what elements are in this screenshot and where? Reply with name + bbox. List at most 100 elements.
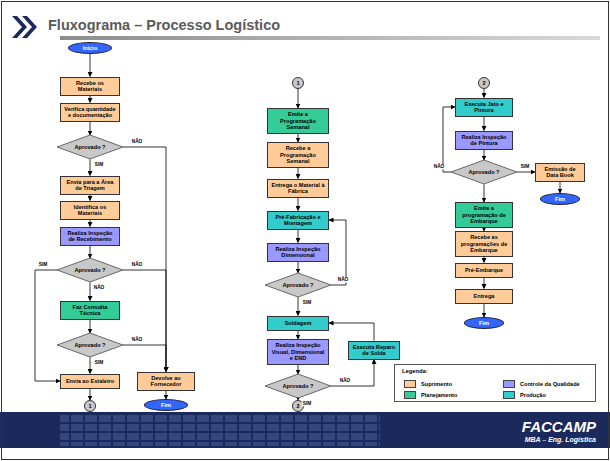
node-text: Fim: [479, 320, 489, 326]
legend-heading: Legenda:: [402, 368, 428, 374]
footer-band: [0, 412, 610, 448]
node-text: Fim: [555, 196, 565, 202]
flow-connector: [123, 147, 166, 372]
flow-connector: [298, 168, 299, 179]
node-text: Soldagem: [285, 320, 312, 326]
process-box: Recebe os Materiais: [60, 77, 120, 96]
process-box: Emite a Programação Semanal: [267, 108, 329, 134]
node-text: 1: [296, 80, 299, 86]
node-text: 2: [482, 80, 485, 86]
node-text: Realiza Inspeção Visual, Dimensional e E…: [271, 342, 325, 361]
flow-connector: [298, 230, 299, 243]
node-text: Emite a programação de Embarque: [459, 205, 509, 224]
title-rule: [60, 36, 600, 40]
flow-connector: [90, 122, 91, 136]
node-text: Executa Reparo de Solda: [352, 344, 396, 357]
process-box: Verifica quantidade e documentação: [60, 103, 120, 122]
flow-connector: [298, 297, 299, 316]
flow-connector: [35, 270, 60, 381]
flow-connector: [298, 262, 299, 274]
node-text: Aprovado ?: [74, 342, 105, 348]
process-box: Realiza Inspeção de Recebimento: [60, 227, 120, 246]
edge-label: SIM: [38, 262, 49, 267]
legend-swatch: [404, 391, 416, 399]
node-text: Aprovado ?: [74, 144, 105, 150]
legend-swatch: [503, 391, 515, 399]
edge-label: SIM: [520, 164, 531, 169]
flow-connector: [484, 184, 485, 202]
node-text: Entrega o Material à Fábrica: [271, 182, 325, 195]
legend-item: Planejamento: [404, 391, 457, 399]
flow-connector: [90, 282, 91, 301]
node-text: Fim: [161, 402, 171, 408]
connector-circle: 1: [292, 77, 304, 89]
process-box: Pré-Embarque: [455, 263, 513, 278]
flow-connector: [484, 89, 485, 98]
flow-connector: [90, 389, 91, 401]
diamond-shape: [451, 160, 517, 184]
flow-connector: [90, 220, 91, 227]
flow-connector: [331, 360, 374, 387]
decision-diamond: Aprovado ?: [451, 160, 517, 184]
node-text: 1: [88, 403, 91, 409]
legend-text: Planejamento: [421, 392, 457, 398]
diamond-shape: [57, 333, 123, 357]
node-text: Realiza Inspeção de Pintura: [459, 134, 509, 147]
process-box: Emite a programação de Embarque: [455, 202, 513, 228]
diamond-shape: [57, 135, 123, 159]
terminal-oval: Fim: [464, 317, 504, 329]
diamond-shape: [265, 374, 331, 398]
legend-item: Controle da Qualidade: [503, 380, 580, 388]
node-text: Recebe a Programação Semanal: [271, 145, 325, 164]
connector-circle: 1: [84, 400, 96, 412]
flow-connector: [484, 150, 485, 161]
edge-label: NÃO: [93, 285, 106, 290]
terminal-oval: Início: [68, 42, 112, 54]
process-box: Realiza Inspeção Dimensional: [267, 243, 329, 262]
flow-connector: [560, 182, 561, 194]
legend-swatch: [503, 380, 515, 388]
process-box: Entrega: [455, 289, 513, 304]
flow-connector: [443, 107, 455, 172]
legend-swatch: [404, 380, 416, 388]
edge-label: SIM: [302, 300, 313, 305]
flow-connector: [90, 246, 91, 259]
node-text: Pré-Embarque: [465, 267, 503, 273]
process-box: Faz Consulta Técnica: [60, 301, 120, 320]
process-box: Executa Reparo de Solda: [348, 341, 400, 360]
node-text: 2: [296, 403, 299, 409]
flow-connector: [517, 172, 535, 173]
decision-diamond: Aprovado ?: [57, 135, 123, 159]
edge-label: NÃO: [433, 164, 446, 169]
process-box: Realiza Inspeção Visual, Dimensional e E…: [267, 339, 329, 365]
process-box: Entrega o Material à Fábrica: [267, 179, 329, 198]
flow-connector: [90, 54, 91, 77]
flow-connector: [123, 270, 166, 372]
edge-label: SIM: [302, 401, 313, 406]
node-text: Aprovado ?: [282, 383, 313, 389]
node-text: Envia ao Estaleiro: [66, 378, 114, 384]
flow-connector: [90, 96, 91, 103]
process-box: Envia para a Área de Triagem: [60, 176, 120, 195]
edge-label: NÃO: [131, 262, 144, 267]
process-box: Envia ao Estaleiro: [60, 374, 120, 389]
node-text: Aprovado ?: [468, 169, 499, 175]
legend-item: Produção: [503, 391, 546, 399]
edge-label: NÃO: [131, 139, 144, 144]
course-name: MBA – Eng. Logística: [525, 436, 596, 443]
flow-connector: [298, 331, 299, 340]
node-text: Executa Jato e Pintura: [459, 101, 509, 114]
flow-connector: [90, 320, 91, 334]
flow-connector: [298, 134, 299, 142]
legend-text: Produção: [520, 392, 546, 398]
process-box: Recebe a Programação Semanal: [267, 142, 329, 168]
footer-pattern: [60, 414, 380, 446]
brand-name: FACCAMP: [522, 418, 596, 435]
terminal-oval: Fim: [144, 399, 188, 411]
node-text: Identifica os Materiais: [64, 204, 116, 217]
node-text: Aprovado ?: [282, 282, 313, 288]
process-box: Realiza Inspeção de Pintura: [455, 131, 513, 150]
node-text: Devolve ao Fornecedor: [141, 375, 191, 388]
node-text: Início: [83, 45, 98, 51]
